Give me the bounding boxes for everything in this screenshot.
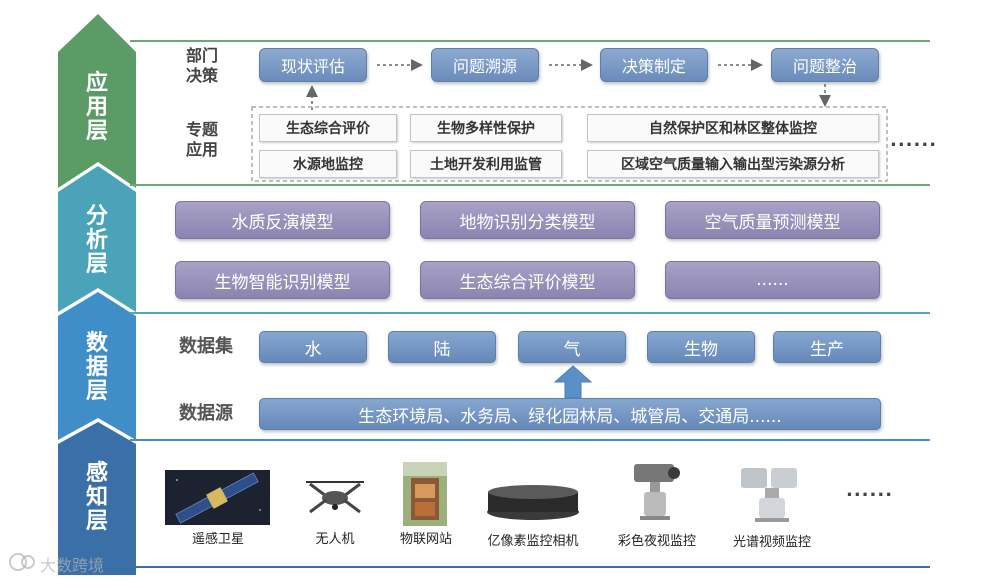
perception-layer-arrow <box>58 422 136 575</box>
drone-icon <box>296 470 374 522</box>
flow-step-3: 决策制定 <box>600 48 708 82</box>
topic-biodiversity: 生物多样性保护 <box>410 114 562 142</box>
model-eco-evaluation: 生态综合评价模型 <box>420 261 635 299</box>
device-drone-label: 无人机 <box>315 532 355 547</box>
topic-air-pollution: 区域空气质量输入输出型污染源分析 <box>587 150 879 178</box>
topic-dashed-box <box>251 106 888 182</box>
data-layer-arrow <box>58 292 136 440</box>
top-border <box>130 40 930 42</box>
device-night-vision-label: 彩色夜视监控 <box>617 534 696 549</box>
data-perception-divider <box>130 439 930 441</box>
flow-step-1: 现状评估 <box>259 48 367 82</box>
watermark-logo-icon <box>9 553 35 571</box>
topic-eco-evaluation: 生态综合评价 <box>259 114 397 142</box>
perception-layer-label: 感知层 <box>85 460 108 534</box>
application-analysis-divider <box>130 184 930 186</box>
night-vision-camera-icon <box>634 464 680 520</box>
perception-more: ...... <box>846 480 894 501</box>
application-layer-label: 应用层 <box>85 70 108 144</box>
topic-reserve-monitoring: 自然保护区和林区整体监控 <box>587 114 879 142</box>
dataset-production: 生产 <box>773 331 881 363</box>
datasource-row-label: 数据源 <box>179 403 233 424</box>
model-air-prediction: 空气质量预测模型 <box>665 201 880 239</box>
dataset-land: 陆 <box>388 331 496 363</box>
device-iot-label: 物联网站 <box>399 532 452 547</box>
topic-row-label: 专题应用 <box>185 120 218 159</box>
application-more: ...... <box>890 130 938 151</box>
model-more: ...... <box>665 261 880 299</box>
dataset-air: 气 <box>518 331 626 363</box>
topic-water-source: 水源地监控 <box>259 150 397 178</box>
datasource-bar: 生态环境局、水务局、绿化园林局、城管局、交通局...... <box>259 398 881 430</box>
model-land-classification: 地物识别分类模型 <box>420 201 635 239</box>
device-satellite-label: 遥感卫星 <box>191 532 244 547</box>
device-gigapixel-label: 亿像素监控相机 <box>487 534 579 549</box>
application-layer-arrow <box>58 14 136 188</box>
data-layer-label: 数据层 <box>85 330 108 404</box>
gigapixel-camera-icon <box>484 482 582 522</box>
flow-arrows <box>251 59 888 182</box>
topic-land-use: 土地开发利用监管 <box>410 150 562 178</box>
watermark: 大数跨境 <box>40 556 105 575</box>
flow-step-2: 问题溯源 <box>431 48 539 82</box>
analysis-data-divider <box>130 312 930 314</box>
model-bio-recognition: 生物智能识别模型 <box>175 261 390 299</box>
iot-station-icon <box>403 462 447 526</box>
layer-arrow-column <box>58 14 136 575</box>
upload-arrow-icon <box>553 365 593 399</box>
analysis-layer-arrow <box>58 166 136 312</box>
device-spectral-label: 光谱视频监控 <box>732 535 811 550</box>
decision-row-label: 部门决策 <box>185 46 218 85</box>
dataset-biology: 生物 <box>647 331 755 363</box>
flow-step-4: 问题整治 <box>771 48 879 82</box>
analysis-layer-label: 分析层 <box>85 204 108 277</box>
bottom-border <box>130 566 930 568</box>
model-water-quality: 水质反演模型 <box>175 201 390 239</box>
dataset-water: 水 <box>259 331 367 363</box>
dataset-row-label: 数据集 <box>179 336 233 357</box>
spectral-camera-icon <box>741 468 797 522</box>
satellite-icon <box>165 470 270 525</box>
